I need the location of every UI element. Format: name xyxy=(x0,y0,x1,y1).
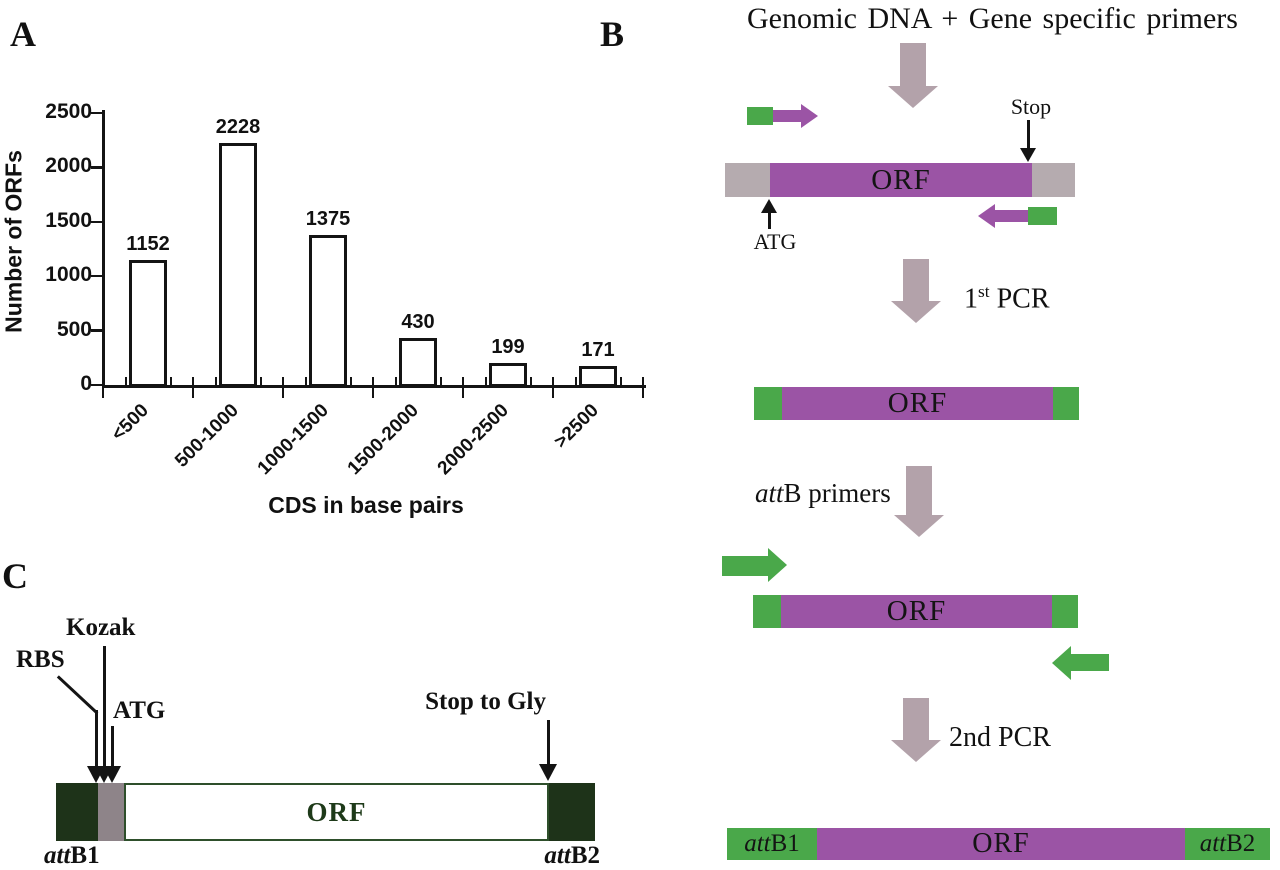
x-tick xyxy=(551,387,555,398)
x-tick xyxy=(191,387,195,398)
x-minor-tick xyxy=(102,377,104,385)
bar xyxy=(309,235,347,387)
attb2-segment: attB2 xyxy=(1185,828,1270,860)
x-minor-tick xyxy=(169,377,172,385)
bar-value-label: 2228 xyxy=(215,115,261,138)
atg-label: ATG xyxy=(753,229,797,254)
y-tick xyxy=(91,220,103,224)
x-minor-tick xyxy=(192,377,194,385)
bar-value-label: 1375 xyxy=(305,208,351,231)
x-minor-tick xyxy=(574,377,577,385)
x-tick-label: 1000-1500 xyxy=(253,400,333,480)
bar xyxy=(129,259,167,387)
x-tick-label: >2500 xyxy=(550,400,603,453)
orf-segment: ORF xyxy=(770,163,1032,197)
first-pcr-label: 1st PCR xyxy=(964,282,1050,315)
panel-c-label: C xyxy=(2,556,28,596)
orf-label: ORF xyxy=(886,595,947,627)
y-tick xyxy=(91,274,103,278)
bar-value-label: 171 xyxy=(581,339,615,362)
x-tick xyxy=(101,387,105,398)
x-minor-tick xyxy=(439,377,442,385)
x-minor-tick xyxy=(282,377,284,385)
bar-value-label: 1152 xyxy=(126,232,170,255)
genomic-flank-right xyxy=(1032,163,1075,197)
x-minor-tick xyxy=(372,377,374,385)
bar xyxy=(399,338,437,387)
x-tick xyxy=(281,387,285,398)
atg-label: ATG xyxy=(113,697,166,724)
x-tick-label: 1500-2000 xyxy=(343,400,423,480)
attb-tag-left xyxy=(753,595,781,628)
rbs-label: RBS xyxy=(16,646,65,673)
y-tick xyxy=(91,166,103,169)
bar xyxy=(219,142,257,387)
y-tick-label: 2500 xyxy=(45,100,92,123)
y-axis-line xyxy=(102,110,105,388)
orf-box: ORF xyxy=(124,783,549,841)
x-minor-tick xyxy=(642,377,644,385)
bar-value-label: 430 xyxy=(401,311,435,334)
rbs-kozak-box xyxy=(98,783,124,841)
panel-b-label: B xyxy=(600,14,625,54)
attb1-label: attB1 xyxy=(744,830,800,857)
y-tick-label: 500 xyxy=(56,317,92,341)
orf-label: ORF xyxy=(306,796,367,827)
x-tick-label: 500-1000 xyxy=(171,400,243,472)
panel-b-title: Genomic DNA + Gene specific primers xyxy=(747,2,1238,35)
attb-tag-right xyxy=(1053,387,1079,420)
x-minor-tick xyxy=(304,377,307,385)
x-tick-label: <500 xyxy=(107,400,153,446)
stop-to-gly-label: Stop to Gly xyxy=(425,688,546,715)
x-minor-tick xyxy=(259,377,262,385)
stop-label: Stop xyxy=(1010,94,1052,119)
orf-label: ORF xyxy=(871,163,931,196)
orf-segment: ORF xyxy=(781,595,1052,628)
attb2-label: attB2 xyxy=(1199,830,1256,857)
y-tick xyxy=(91,111,103,115)
attb-tag-right xyxy=(1052,595,1078,628)
y-tick-label: 1000 xyxy=(45,263,92,287)
x-axis-title: CDS in base pairs xyxy=(268,492,464,518)
bar-value-label: 199 xyxy=(491,336,525,359)
bar xyxy=(489,363,527,387)
x-minor-tick xyxy=(124,377,127,385)
x-tick xyxy=(461,387,465,398)
y-tick-label: 1500 xyxy=(45,208,92,232)
orf-label: ORF xyxy=(887,387,948,419)
y-tick xyxy=(91,383,103,387)
attb2-caption: attB2 xyxy=(544,842,600,869)
attb1-caption: attB1 xyxy=(44,842,100,869)
x-minor-tick xyxy=(349,377,352,385)
orf-segment: ORF xyxy=(817,828,1185,860)
y-tick-label: 2000 xyxy=(45,154,92,178)
x-tick xyxy=(371,387,375,398)
x-minor-tick xyxy=(214,377,217,385)
attb1-segment: attB1 xyxy=(727,828,817,860)
x-minor-tick xyxy=(619,377,622,385)
genomic-flank-left xyxy=(725,163,770,197)
panel-a-label: A xyxy=(10,14,36,54)
x-minor-tick xyxy=(484,377,487,385)
attb-primers-label: attB primers xyxy=(755,478,891,508)
attb1-box xyxy=(56,783,98,841)
x-minor-tick xyxy=(394,377,397,385)
x-tick xyxy=(641,387,645,398)
x-minor-tick xyxy=(529,377,532,385)
second-pcr-label: 2nd PCR xyxy=(949,722,1051,753)
bar xyxy=(579,366,617,387)
x-axis-line xyxy=(102,385,646,388)
attb-tag-left xyxy=(754,387,782,420)
kozak-label: Kozak xyxy=(66,614,136,641)
x-tick-label: 2000-2500 xyxy=(433,400,513,480)
chart-plot-area: 0 500 1000 1500 2000 2500 1152 <500 2228 500-1000… xyxy=(0,0,660,560)
x-minor-tick xyxy=(552,377,554,385)
y-tick-label: 0 xyxy=(80,372,92,395)
x-minor-tick xyxy=(462,377,464,385)
orf-segment: ORF xyxy=(782,387,1053,420)
attb2-box xyxy=(549,783,595,841)
orf-label: ORF xyxy=(972,828,1030,859)
y-tick xyxy=(91,329,103,332)
